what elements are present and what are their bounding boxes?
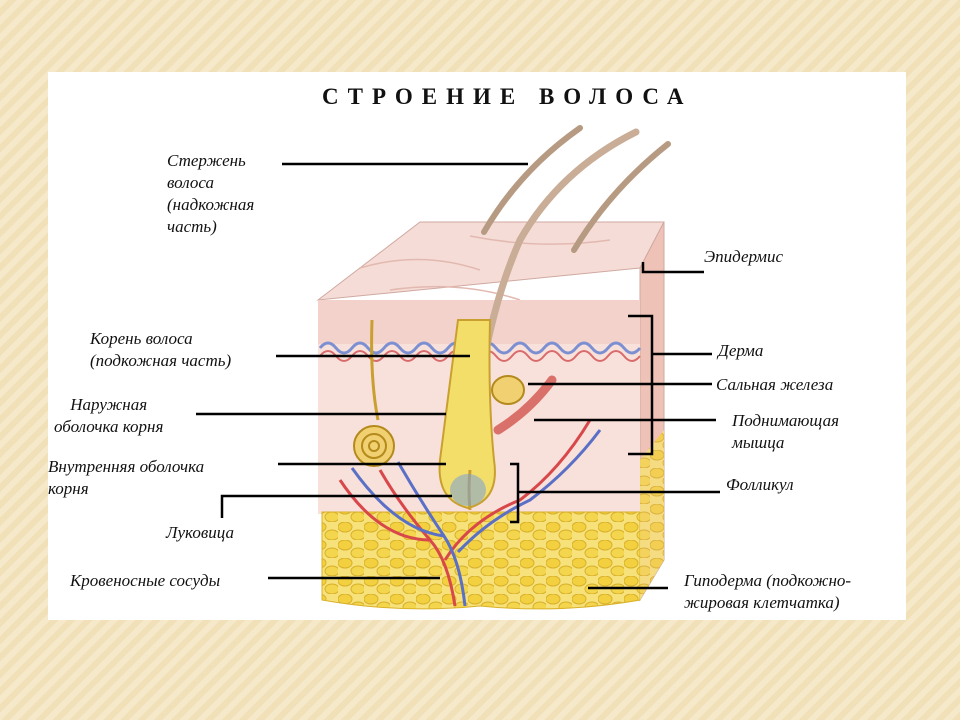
sweat-gland	[353, 319, 395, 467]
label-arrector-muscle-line1: Поднимающая	[732, 411, 840, 430]
hair-follicle	[438, 319, 496, 510]
label-hair-shaft-line3: (надкожная	[167, 195, 255, 214]
label-inner-root-sheath-line2: корня	[48, 479, 89, 498]
blue-vessel	[350, 429, 602, 607]
skin-surface	[316, 221, 665, 301]
label-hair-shaft-line2: волоса	[167, 173, 214, 192]
label-outer-root-sheath-line2: оболочка корня	[54, 417, 164, 436]
hypodermis-fat	[321, 511, 641, 610]
sebaceous-gland	[491, 375, 525, 405]
label-outer-root-sheath-line1: Наружная	[70, 395, 148, 414]
hair-shaft-left	[481, 125, 583, 235]
label-hair-bulb: Луковица	[166, 523, 234, 542]
label-arrector-muscle: Поднимающая мышца	[732, 410, 839, 454]
label-outer-root-sheath: Наружная оболочка корня	[54, 394, 163, 438]
label-dermis: Дерма	[718, 341, 764, 360]
hair-shaft-right	[571, 141, 671, 253]
label-hair-shaft: Стержень волоса (надкожная часть)	[167, 150, 254, 238]
label-hair-root-line2: (подкожная часть)	[90, 351, 232, 370]
label-blood-vessels: Кровеносные сосуды	[70, 571, 221, 590]
arrector-muscle	[493, 375, 557, 435]
label-hair-root-line1: Корень волоса	[90, 329, 193, 348]
label-hair-root: Корень волоса (подкожная часть)	[90, 328, 231, 372]
label-arrector-muscle-line2: мышца	[732, 433, 785, 452]
label-hair-shaft-line1: Стержень	[167, 151, 246, 170]
leader-lines	[196, 162, 720, 590]
label-hypodermis-line2: жировая клетчатка)	[684, 593, 840, 612]
label-hypodermis-line1: Гиподерма (подкожно-	[684, 571, 852, 590]
label-hair-shaft-line4: часть)	[167, 217, 217, 236]
red-vessel	[338, 419, 592, 607]
hair-bulb	[450, 474, 486, 506]
label-epidermis: Эпидермис	[704, 247, 784, 266]
label-follicle: Фолликул	[726, 475, 794, 494]
label-sebaceous-gland: Сальная железа	[716, 375, 834, 394]
label-inner-root-sheath-line1: Внутренняя оболочка	[48, 457, 205, 476]
diagram-title: СТРОЕНИЕ ВОЛОСА	[322, 84, 693, 109]
label-hypodermis: Гиподерма (подкожно- жировая клетчатка)	[684, 570, 851, 614]
label-inner-root-sheath: Внутренняя оболочка корня	[48, 456, 204, 500]
